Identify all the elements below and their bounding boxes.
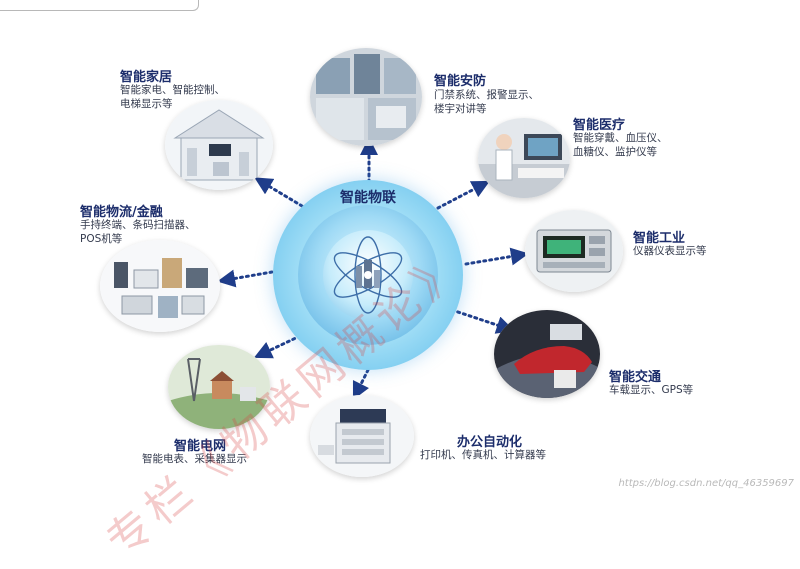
arrow-smart-home bbox=[254, 177, 304, 208]
smart-industry-desc: 仪器仪表显示等 bbox=[633, 245, 707, 257]
smart-grid-desc: 智能电表、采集器显示 bbox=[142, 453, 247, 465]
smart-home-desc-line1: 智能家电、智能控制、 bbox=[120, 84, 225, 96]
watermark-url: https://blog.csdn.net/qq_46359697 bbox=[618, 478, 794, 489]
smart-logistics-desc-line1: 手持终端、条码扫描器、 bbox=[80, 219, 196, 231]
smart-logistics-title: 智能物流/金融 bbox=[80, 205, 163, 220]
office-automation-desc: 打印机、传真机、计算器等 bbox=[420, 449, 546, 461]
smart-medical-desc-line2: 血糖仪、监护仪等 bbox=[573, 146, 657, 158]
smart-medical-image bbox=[478, 118, 570, 198]
smart-home-desc-line2: 电梯显示等 bbox=[120, 98, 173, 110]
smart-logistics-image bbox=[100, 240, 220, 332]
office-automation-image bbox=[310, 395, 414, 477]
smart-grid-image bbox=[168, 345, 270, 429]
smart-home-title: 智能家居 bbox=[120, 70, 173, 85]
smart-transport-desc: 车载显示、GPS等 bbox=[609, 384, 694, 396]
arrow-smart-transport bbox=[450, 308, 515, 334]
hub-title: 智能物联 bbox=[340, 190, 396, 206]
smart-transport-image bbox=[494, 310, 600, 398]
smart-medical-desc-line1: 智能穿戴、血压仪、 bbox=[573, 132, 668, 144]
smart-transport-title: 智能交通 bbox=[609, 370, 662, 385]
smart-medical-title: 智能医疗 bbox=[573, 118, 626, 133]
arrow-smart-medical bbox=[436, 180, 490, 210]
smart-logistics-desc-line2: POS机等 bbox=[80, 233, 123, 245]
arrow-smart-grid bbox=[253, 334, 302, 359]
arrow-office-automation bbox=[352, 368, 370, 401]
arrow-smart-industry bbox=[464, 247, 529, 266]
smart-home-image bbox=[165, 100, 273, 190]
smart-grid-title: 智能电网 bbox=[174, 439, 227, 454]
connector-arrows bbox=[217, 137, 529, 401]
smart-security-image bbox=[310, 48, 422, 146]
smart-security-title: 智能安防 bbox=[434, 74, 487, 89]
smart-industry-image bbox=[525, 210, 623, 292]
arrow-smart-logistics bbox=[217, 269, 274, 288]
hub-globe-icon bbox=[323, 230, 413, 320]
top-left-frame bbox=[0, 0, 199, 11]
office-automation-title: 办公自动化 bbox=[457, 435, 523, 450]
smart-security-desc-line1: 门禁系统、报警显示、 bbox=[434, 89, 539, 101]
smart-industry-title: 智能工业 bbox=[633, 231, 686, 246]
smart-security-desc-line2: 楼宇对讲等 bbox=[434, 103, 487, 115]
